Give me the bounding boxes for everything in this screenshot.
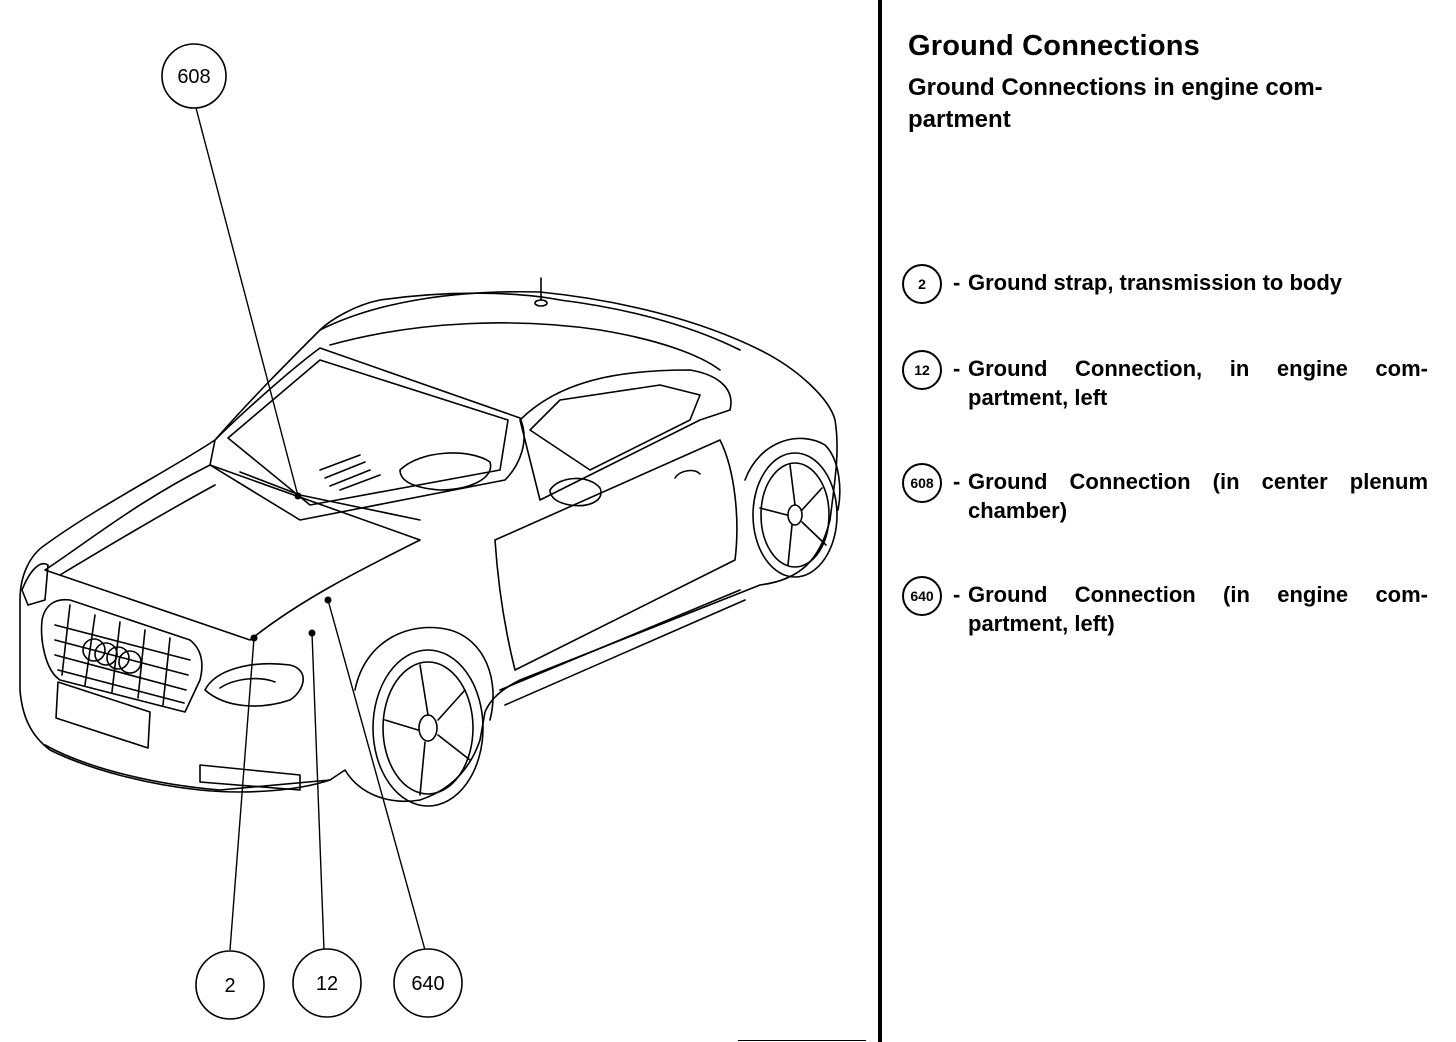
point-2	[250, 634, 258, 642]
callout-608-label: 608	[177, 66, 210, 88]
footer-rule	[738, 1040, 866, 1041]
legend-number-badge: 12	[902, 350, 942, 390]
point-640	[324, 596, 332, 604]
page-title: Ground Connections	[908, 30, 1200, 62]
leader-lines	[195, 107, 426, 951]
legend-description: Ground Connection (in engine com-partmen…	[968, 582, 1428, 636]
callout-12-label: 12	[316, 973, 338, 995]
legend-dash: -	[953, 582, 961, 607]
legend-description: Ground Connection (in center plenum cham…	[968, 469, 1428, 523]
callout-640: 640	[393, 948, 463, 1018]
legend-description: Ground Connection, in engine com-partmen…	[968, 356, 1428, 410]
point-12	[308, 629, 316, 637]
legend-dash: -	[953, 356, 961, 381]
callout-2: 2	[195, 950, 265, 1020]
point-608	[294, 492, 302, 500]
page-divider	[878, 0, 882, 1042]
legend-dash: -	[953, 270, 961, 295]
car-diagram: 608 2 12 640	[19, 43, 841, 1020]
car-outline	[19, 277, 841, 807]
legend-description: Ground strap, transmission to body	[968, 270, 1343, 295]
callout-608: 608	[161, 43, 227, 109]
legend-number-badge: 608	[902, 463, 942, 503]
legend-dash: -	[953, 469, 961, 494]
text-panel: Ground Connections Ground Connections in…	[908, 28, 1428, 136]
legend-number-badge: 640	[902, 576, 942, 616]
callout-640-label: 640	[411, 973, 444, 995]
legend-number-badge: 2	[902, 264, 942, 304]
callout-2-label: 2	[224, 975, 235, 997]
callout-12: 12	[292, 948, 362, 1018]
page-subtitle: Ground Connections in engine com-partmen…	[908, 74, 1323, 133]
connection-points	[250, 492, 332, 642]
